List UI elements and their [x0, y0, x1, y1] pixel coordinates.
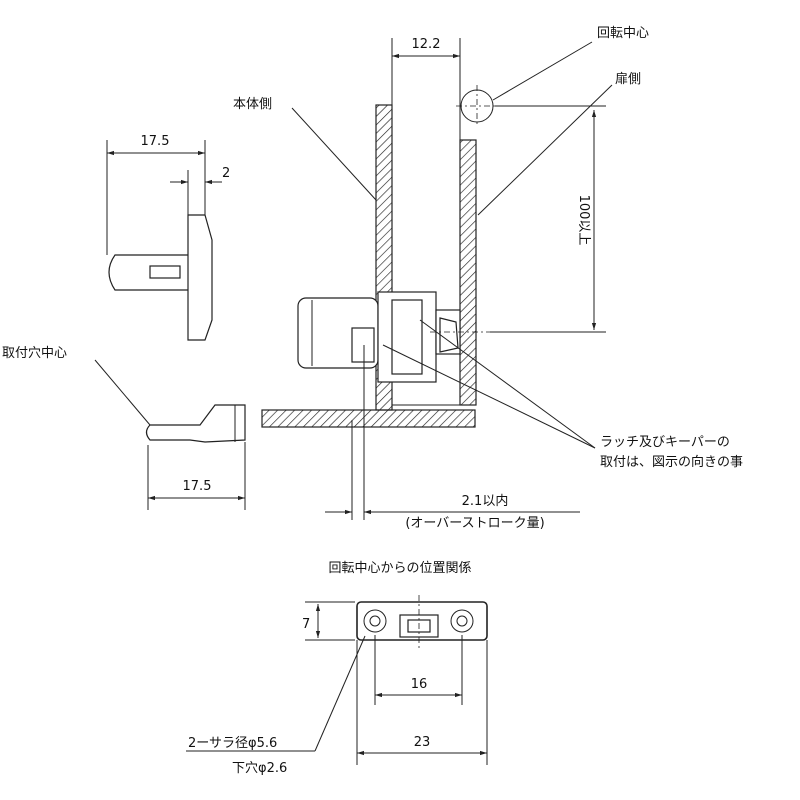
- label-mount-hole-center: 取付穴中心: [2, 346, 67, 361]
- door-side-wall: [459, 139, 477, 406]
- keeper-plate-top-view: [356, 595, 488, 650]
- leader-countersink: [314, 635, 366, 752]
- svg-text:2: 2: [222, 166, 230, 181]
- leader-door-side: [477, 84, 613, 216]
- rotation-center-mark: [456, 85, 498, 127]
- position-title: 回転中心からの位置関係: [328, 561, 471, 576]
- label-countersink: 2ーサラ径φ5.6: [188, 736, 277, 751]
- svg-text:17.5: 17.5: [141, 134, 170, 149]
- note-orientation-line2: 取付は、図示の向きの事: [600, 454, 743, 470]
- leader-note-a: [382, 344, 596, 449]
- dim-gap-top: 12.2: [391, 37, 461, 140]
- label-body-side: 本体側: [233, 97, 272, 112]
- svg-text:23: 23: [414, 735, 431, 750]
- svg-text:7: 7: [302, 617, 310, 632]
- label-door-side: 扉側: [615, 71, 641, 87]
- leader-body-side: [291, 107, 377, 201]
- dim-plate-width: 23: [356, 640, 488, 765]
- leader-note-b: [419, 319, 596, 449]
- svg-text:16: 16: [411, 677, 428, 692]
- latch-side-view: 17.5 2: [106, 134, 230, 341]
- dim-hole-pitch: 16: [374, 635, 463, 705]
- leader-mount-hole: [94, 359, 151, 426]
- svg-text:2.1以内: 2.1以内: [462, 493, 509, 509]
- note-orientation-line1: ラッチ及びキーパーの: [600, 435, 730, 450]
- keeper-side-view: 17.5: [145, 404, 246, 510]
- svg-text:17.5: 17.5: [183, 479, 212, 494]
- dim-plate-height: 7: [302, 601, 355, 641]
- label-pilot-hole: 下穴φ2.6: [232, 761, 287, 776]
- leader-rotation-center: [492, 41, 593, 101]
- body-bottom-plate: [261, 409, 476, 428]
- svg-text:12.2: 12.2: [412, 37, 441, 52]
- dim-overstroke: 2.1以内 (オーバーストローク量): [325, 493, 580, 531]
- dim-min-distance: 100以上: [490, 105, 606, 333]
- svg-text:(オーバーストローク量): (オーバーストローク量): [405, 516, 544, 531]
- label-rotation-center: 回転中心: [597, 26, 649, 41]
- svg-text:100以上: 100以上: [576, 195, 591, 246]
- latch-assembly: [297, 291, 520, 520]
